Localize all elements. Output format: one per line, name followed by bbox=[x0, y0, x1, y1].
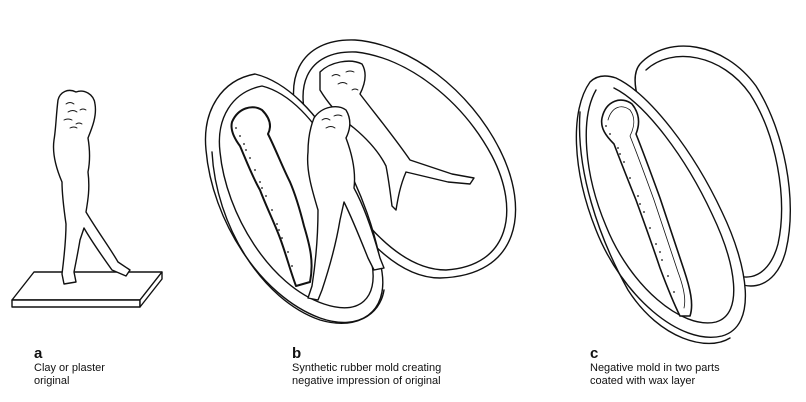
caption-c-line-2: coated with wax layer bbox=[590, 375, 720, 388]
caption-b-line-1: Synthetic rubber mold creating bbox=[292, 362, 441, 375]
wax-coated-mold-illustration bbox=[576, 46, 790, 343]
caption-b: b Synthetic rubber mold creating negativ… bbox=[292, 346, 441, 388]
caption-a-line-2: original bbox=[34, 375, 105, 388]
clay-original-illustration bbox=[12, 90, 162, 307]
statue-base bbox=[12, 272, 162, 307]
caption-a-letter: a bbox=[34, 346, 105, 361]
caption-b-line-2: negative impression of original bbox=[292, 375, 441, 388]
caption-a-line-1: Clay or plaster bbox=[34, 362, 105, 375]
rubber-mold-illustration bbox=[205, 40, 515, 323]
caption-a: a Clay or plaster original bbox=[34, 346, 105, 388]
caption-c-line-1: Negative mold in two parts bbox=[590, 362, 720, 375]
caption-b-letter: b bbox=[292, 346, 441, 361]
caption-c-letter: c bbox=[590, 346, 720, 361]
caption-c: c Negative mold in two parts coated with… bbox=[590, 346, 720, 388]
